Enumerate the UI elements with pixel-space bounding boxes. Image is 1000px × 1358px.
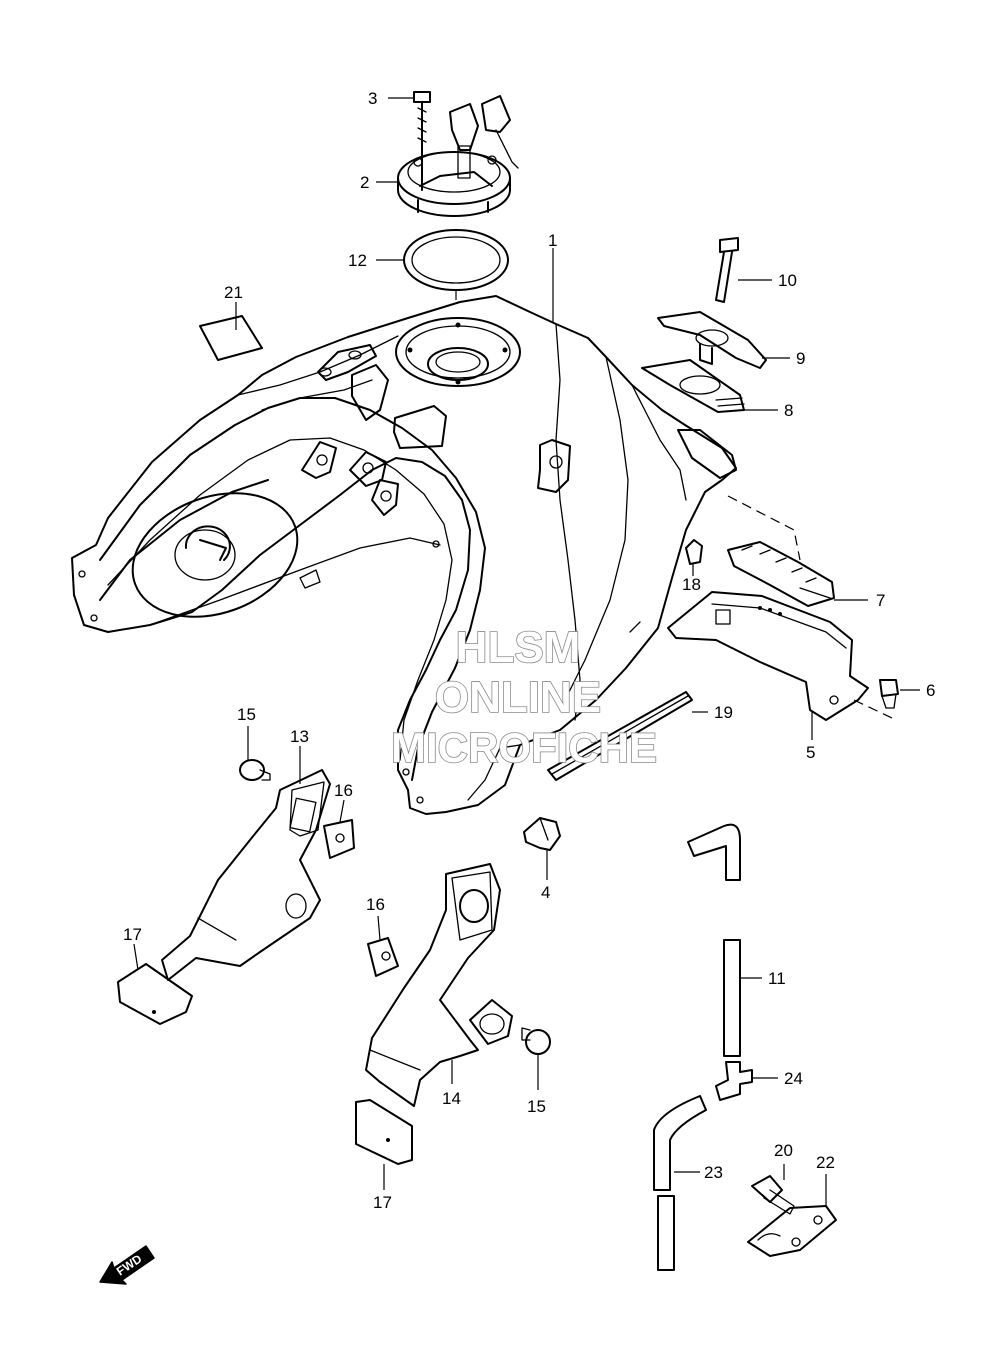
callout-15b: 15: [527, 1097, 546, 1116]
callout-22: 22: [816, 1153, 835, 1172]
callout-16: 16: [334, 781, 353, 800]
watermark: HLSM ONLINE MICROFICHE: [390, 622, 658, 772]
callout-13: 13: [290, 727, 309, 746]
callout-17b: 17: [373, 1193, 392, 1212]
assembly-guide-lines: [455, 290, 893, 719]
part-20-bolt: [751, 1175, 795, 1215]
key-icon: [449, 95, 519, 179]
callout-5: 5: [806, 743, 815, 762]
part-10-bolt: [715, 237, 739, 303]
part-5-rear-bracket: [667, 591, 869, 721]
part-9-bracket: [657, 311, 767, 369]
part-3-cap-screw: [413, 91, 431, 191]
callout-2: 2: [360, 173, 369, 192]
callout-14: 14: [442, 1089, 461, 1108]
callout-24: 24: [784, 1069, 803, 1088]
callout-19: 19: [714, 703, 733, 722]
callout-3: 3: [368, 89, 377, 108]
callout-15: 15: [237, 705, 256, 724]
part-21-label: [199, 315, 263, 361]
callout-7: 7: [876, 591, 885, 610]
watermark-line-3: MICROFICHE: [391, 724, 657, 771]
watermark-line-2: ONLINE: [435, 673, 601, 722]
part-19-seal-strip: [547, 691, 693, 781]
part-17-pad-lower: [355, 1099, 413, 1165]
part-13-left-bracket: [161, 769, 331, 981]
part-15-screw-lower: [521, 1027, 551, 1055]
callout-9: 9: [796, 349, 805, 368]
callout-8: 8: [784, 401, 793, 420]
leader-lines: [133, 97, 920, 1206]
callout-17: 17: [123, 925, 142, 944]
part-18-clip: [685, 539, 703, 565]
part-23-hose: [653, 1095, 707, 1271]
part-4-clip: [523, 817, 561, 851]
forward-direction-arrow-icon: FWD: [99, 1245, 155, 1285]
part-2-fuel-cap: [397, 151, 511, 217]
callout-1: 1: [548, 231, 557, 250]
part-6-bolt: [879, 679, 899, 709]
callout-4: 4: [541, 883, 550, 902]
callout-21: 21: [224, 283, 243, 302]
part-24-t-joint: [715, 1061, 753, 1101]
part-16-nut-lower: [367, 937, 399, 977]
part-8-cushion: [641, 359, 745, 413]
callout-6: 6: [926, 681, 935, 700]
part-1-fuel-tank: [71, 295, 737, 815]
part-16-nut-upper: [323, 819, 355, 859]
part-17-pad-upper: [117, 963, 193, 1025]
callout-16b: 16: [366, 895, 385, 914]
callout-18: 18: [682, 575, 701, 594]
part-14-right-bracket: [365, 863, 513, 1107]
part-7-cushion: [727, 541, 835, 607]
watermark-line-1: HLSM: [456, 623, 581, 672]
callout-20: 20: [774, 1141, 793, 1160]
part-22-hook-plate: [747, 1205, 837, 1257]
callout-labels: 3 2 12 21 1 10 9 8 7 18 6 19 5 4 11 24 2…: [123, 89, 935, 1212]
callout-23: 23: [704, 1163, 723, 1182]
callout-11: 11: [768, 969, 786, 988]
callout-12: 12: [348, 251, 367, 270]
part-15-screw-upper: [239, 759, 271, 781]
part-12-gasket: [403, 229, 509, 291]
part-11-hose: [687, 823, 741, 1057]
callout-10: 10: [778, 271, 797, 290]
